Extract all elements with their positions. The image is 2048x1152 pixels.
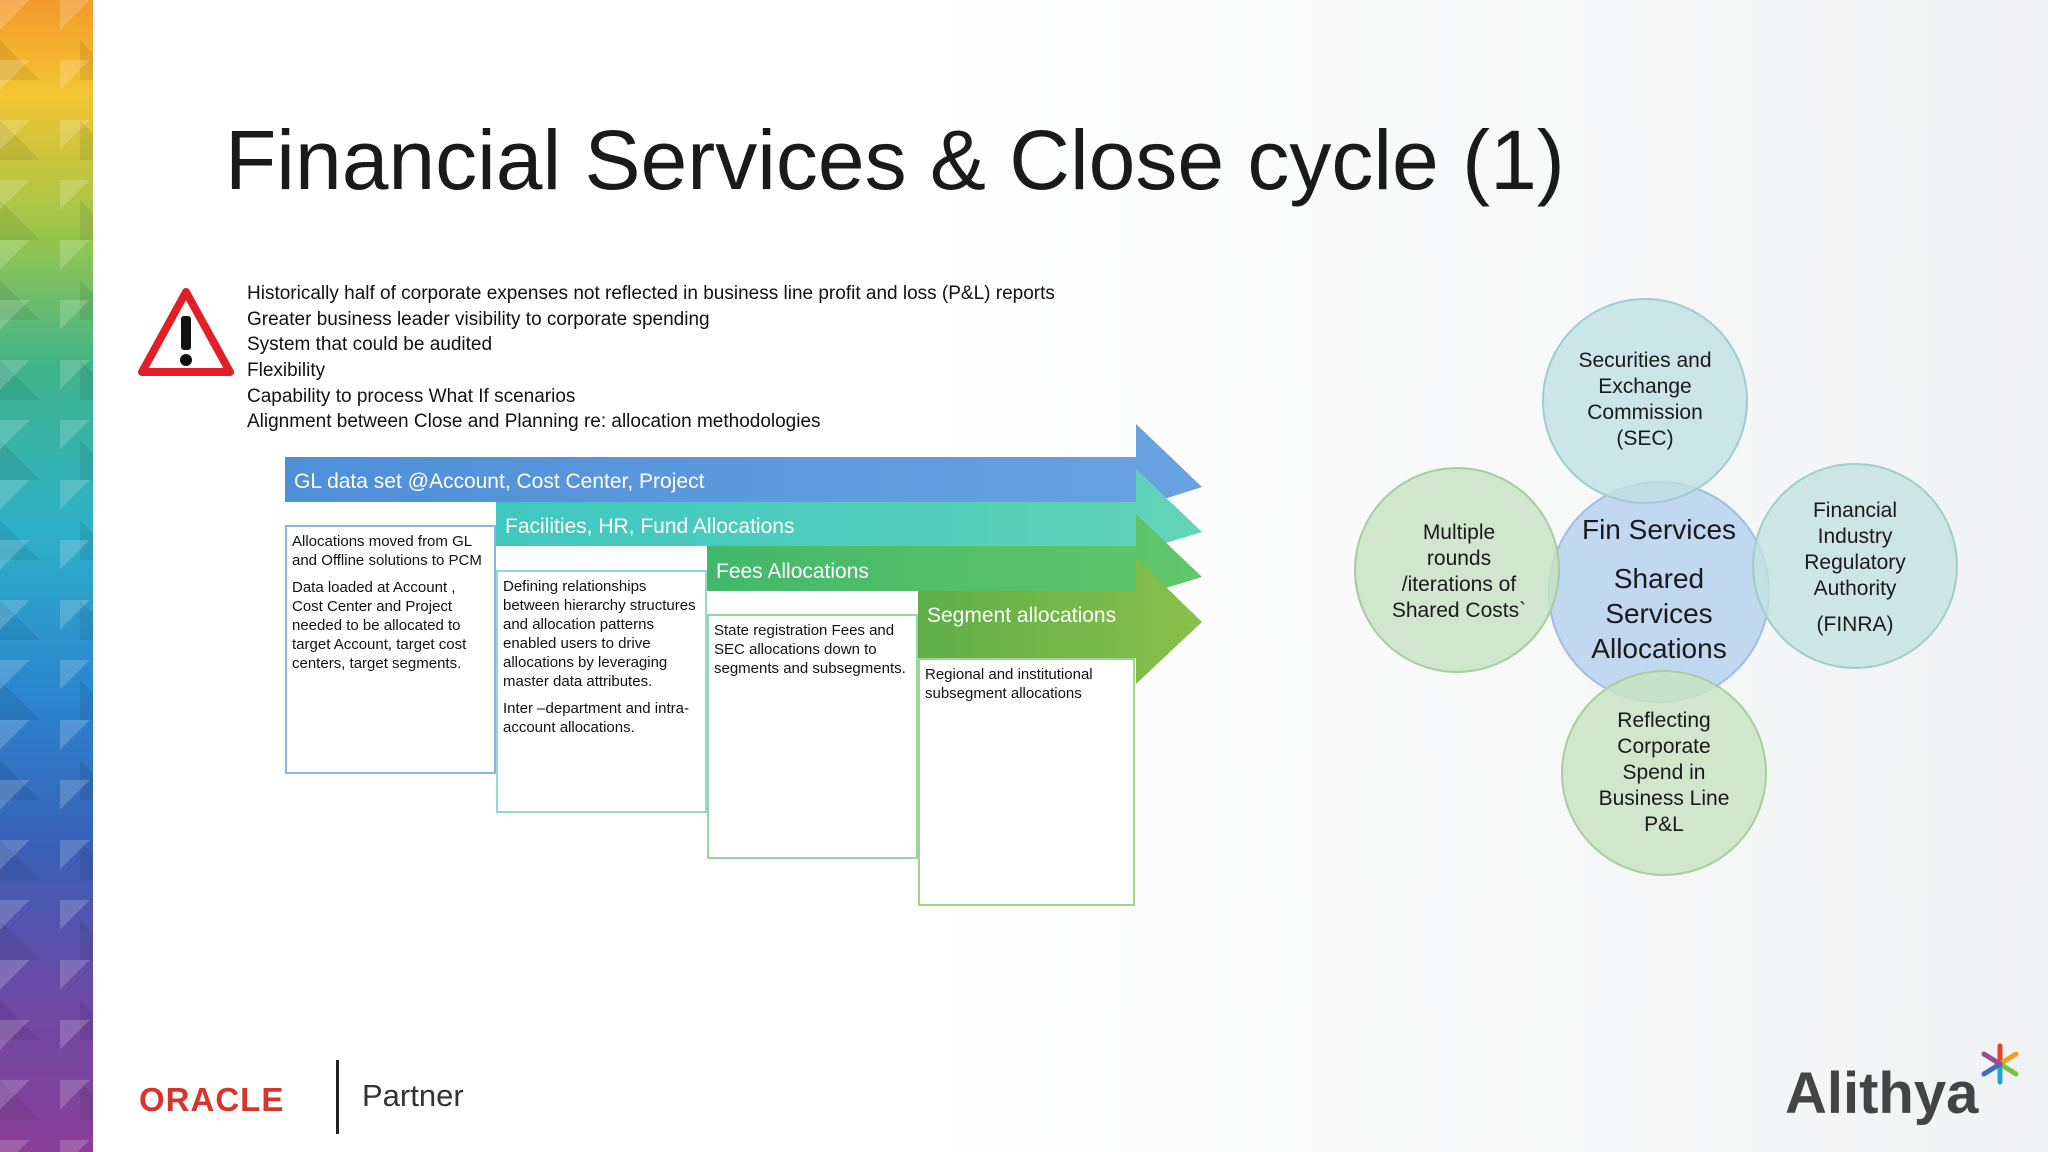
step-label-gl: GL data set @Account, Cost Center, Proje…	[294, 470, 705, 493]
hub-line: Allocations	[1591, 633, 1727, 664]
circle-line: Financial	[1812, 499, 1898, 522]
hub-line: Shared	[1613, 563, 1705, 594]
allocation-steps-arrows	[285, 424, 1202, 684]
circle-line: (FINRA)	[1816, 613, 1894, 636]
circle-finra	[1752, 463, 1958, 669]
step-box-facilities: Defining relationships between hierarchy…	[496, 570, 707, 813]
circle-reflecting-label: Reflecting Corporate Spend in Business L…	[1565, 708, 1763, 838]
step-arrow-facilities	[496, 469, 1202, 552]
step-box-segment: Regional and institutional subsegment al…	[918, 658, 1135, 906]
circle-line: Authority	[1813, 577, 1897, 600]
circle-line: Spend in	[1622, 761, 1706, 784]
alithya-star-icon	[1981, 1043, 2019, 1085]
step-text: Inter –department and intra- account all…	[503, 700, 689, 736]
alithya-logo: Alithya	[1785, 1061, 1979, 1126]
circle-line: Securities and	[1578, 349, 1712, 372]
circle-line: Regulatory	[1804, 551, 1906, 574]
circle-line: P&L	[1644, 813, 1684, 836]
circle-line: Reflecting	[1617, 709, 1711, 732]
decorative-color-strip	[0, 0, 93, 1152]
venn-diagram	[1354, 298, 1958, 876]
step-label-facilities: Facilities, HR, Fund Allocations	[505, 515, 795, 538]
bullet-item: Flexibility	[247, 360, 326, 382]
circle-multiple-rounds	[1354, 467, 1560, 673]
circle-multiple-rounds-label: Multiple rounds /iterations of Shared Co…	[1360, 520, 1558, 624]
circle-line: Commission	[1587, 401, 1703, 424]
step-text: Regional and institutional subsegment al…	[925, 666, 1093, 702]
step-text: Data loaded at Account , Cost Center and…	[292, 579, 467, 672]
hub-line: Fin Services	[1581, 514, 1737, 545]
slide-title: Financial Services & Close cycle (1)	[225, 113, 1565, 207]
circle-reflecting	[1561, 670, 1767, 876]
step-label-fees: Fees Allocations	[716, 560, 869, 583]
circle-line: Shared Costs`	[1391, 599, 1527, 622]
circle-line: (SEC)	[1616, 427, 1674, 450]
bullet-item: Greater business leader visibility to co…	[247, 308, 710, 330]
circle-line: Corporate	[1617, 735, 1711, 758]
circle-line: /iterations of	[1401, 573, 1517, 596]
circle-line: Business Line	[1598, 787, 1730, 810]
step-box-fees: State registration Fees and SEC allocati…	[707, 614, 918, 859]
warning-icon	[138, 288, 234, 376]
step-arrow-gl	[285, 424, 1202, 508]
bullet-list: Historically half of corporate expenses …	[247, 281, 1055, 435]
footer-divider	[336, 1060, 339, 1134]
step-arrow-fees	[707, 514, 1202, 597]
step-arrow-segment	[918, 558, 1202, 684]
circle-sec	[1542, 298, 1748, 504]
step-label-segment: Segment allocations	[927, 604, 1117, 627]
hub-line: Services	[1605, 598, 1713, 629]
partner-label: Partner	[362, 1078, 464, 1113]
bullet-item: Alignment between Close and Planning re:…	[247, 411, 821, 433]
bullet-item: System that could be audited	[247, 334, 493, 356]
circle-finra-label: Financial Industry Regulatory Authority …	[1755, 498, 1955, 638]
circle-line: Exchange	[1598, 375, 1692, 398]
oracle-logo: ORACLE	[139, 1081, 285, 1118]
step-box-gl: Allocations moved from GL and Offline so…	[285, 525, 496, 774]
step-text: State registration Fees and SEC allocati…	[714, 622, 906, 677]
hub-label: Fin Services Shared Services Allocations	[1550, 512, 1768, 666]
step-text: Allocations moved from GL and Offline so…	[292, 533, 482, 569]
bullet-item: Historically half of corporate expenses …	[247, 283, 1055, 304]
bullet-item: Capability to process What If scenarios	[247, 385, 576, 407]
circle-line: Multiple	[1422, 521, 1496, 544]
circle-line: Industry	[1817, 525, 1893, 548]
step-text: Defining relationships between hierarchy…	[503, 578, 696, 690]
circle-line: rounds	[1426, 547, 1492, 570]
circle-sec-label: Securities and Exchange Commission (SEC)	[1545, 348, 1745, 452]
